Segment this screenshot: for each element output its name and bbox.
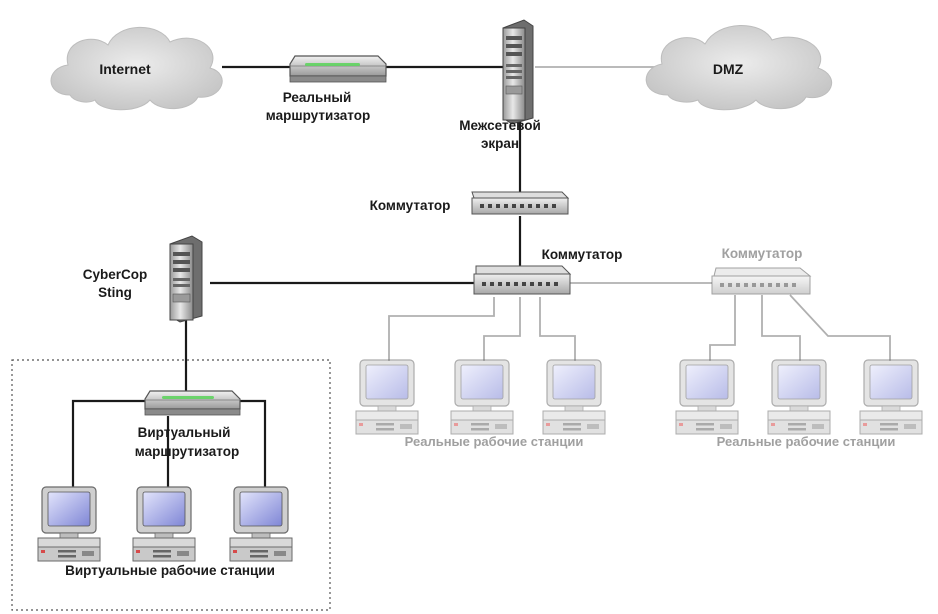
virtual-router-label-2: маршрутизатор — [135, 444, 239, 459]
virtual-workstation-icon-2 — [132, 486, 196, 562]
link-switch-gray-ws-f — [789, 294, 891, 361]
link-switch-gray-ws-e — [761, 295, 801, 361]
cybercop-label-1: CyberCop — [83, 267, 148, 282]
virtual-network-boundary — [11, 359, 331, 611]
real-workstations-group-1 — [355, 359, 606, 435]
real-workstations-group-2 — [675, 359, 923, 435]
link-switch-main-ws-a — [388, 297, 495, 361]
real-workstation-icon-5 — [767, 359, 831, 435]
real-router-icon — [289, 55, 387, 83]
link-switch-gray-ws-d — [709, 295, 736, 361]
real-workstation-icon-1 — [355, 359, 419, 435]
virtual-router-icon — [144, 390, 241, 416]
link-virtual-router-ws-1 — [71, 399, 145, 489]
real-workstation-icon-6 — [859, 359, 923, 435]
real-workstation-icon-3 — [542, 359, 606, 435]
cybercop-label-2: Sting — [98, 285, 132, 300]
real-workstations-label-2: Реальные рабочие станции — [717, 434, 896, 449]
real-router-label-1: Реальный — [283, 90, 352, 105]
links — [71, 65, 522, 489]
switch-top-label: Коммутатор — [370, 198, 451, 213]
gray-links — [388, 66, 891, 361]
virtual-router-label-1: Виртуальный — [138, 425, 231, 440]
virtual-workstations-label: Виртуальные рабочие станции — [65, 563, 275, 578]
firewall-label-1: Межсетевой — [459, 118, 541, 133]
link-virtual-router-ws-3 — [233, 399, 267, 489]
switch-top-icon — [471, 191, 570, 215]
dmz-label: DMZ — [713, 61, 744, 77]
virtual-workstation-icon-3 — [229, 486, 293, 562]
switch-main-icon — [473, 265, 572, 295]
internet-label: Internet — [99, 61, 151, 77]
real-workstation-icon-4 — [675, 359, 739, 435]
link-switch-main-ws-b — [483, 297, 521, 361]
real-router-label-2: маршрутизатор — [266, 108, 370, 123]
dmz-cloud: DMZ — [645, 25, 832, 111]
real-workstations-label-1: Реальные рабочие станции — [405, 434, 584, 449]
real-workstation-icon-2 — [450, 359, 514, 435]
firewall-server-icon — [502, 19, 534, 125]
cybercop-server-icon — [169, 235, 203, 323]
switch-gray-icon — [711, 267, 812, 295]
virtual-workstation-icon-1 — [37, 486, 101, 562]
firewall-label-2: экран — [481, 136, 519, 151]
internet-cloud: Internet — [50, 26, 223, 111]
switch-main-label: Коммутатор — [542, 247, 623, 262]
link-switch-main-ws-c — [539, 297, 576, 361]
switch-gray-label: Коммутатор — [722, 246, 803, 261]
